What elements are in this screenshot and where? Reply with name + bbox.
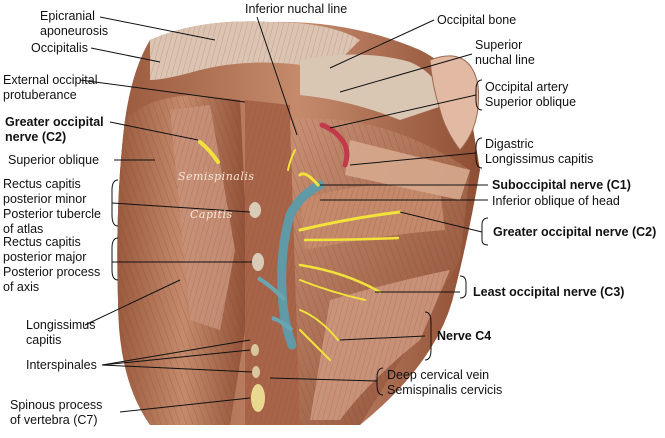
- ear-shape: [429, 55, 480, 151]
- posterior-tubercle: [249, 202, 261, 218]
- posterior-process-axis: [252, 253, 264, 271]
- label-greater-occipital-nerve-right: Greater occipital nerve (C2): [493, 225, 657, 239]
- greater-occipital-nerve-left-shape: [198, 140, 220, 164]
- suboccipital-nerve-shape: [298, 172, 320, 187]
- label-suboccipital-nerve: Suboccipital nerve (C1): [492, 178, 631, 192]
- leader-lines: [79, 16, 489, 413]
- interspinales-2: [252, 366, 260, 378]
- greater-occipital-nerve-right-shape: [298, 210, 402, 232]
- label-occipital-bone: Occipital bone: [437, 13, 517, 27]
- occipital-bone-shape: [300, 54, 445, 120]
- nerves: [198, 140, 402, 361]
- nerve-c4-shape: [299, 309, 339, 341]
- label-interspinales: Interspinales: [26, 358, 97, 372]
- label-superior-oblique-left: Superior oblique: [8, 153, 100, 167]
- capitis-script: Capitis: [190, 208, 233, 221]
- spinous-process-c7: [251, 384, 265, 412]
- label-occipitalis: Occipitalis: [31, 41, 88, 55]
- label-inferior-nuchal-line: Inferior nuchal line: [245, 2, 348, 16]
- least-occipital-nerve-shape: [298, 263, 382, 294]
- label-inferior-oblique: Inferior oblique of head: [492, 194, 620, 208]
- interspinales-1: [251, 344, 259, 356]
- label-least-occipital-nerve: Least occipital nerve (C3): [473, 285, 625, 299]
- label-nerve-c4: Nerve C4: [437, 329, 492, 343]
- deep-cervical-vein: [277, 180, 325, 350]
- semispinalis-script: Semispinalis: [178, 170, 255, 183]
- occipital-artery: [319, 122, 350, 168]
